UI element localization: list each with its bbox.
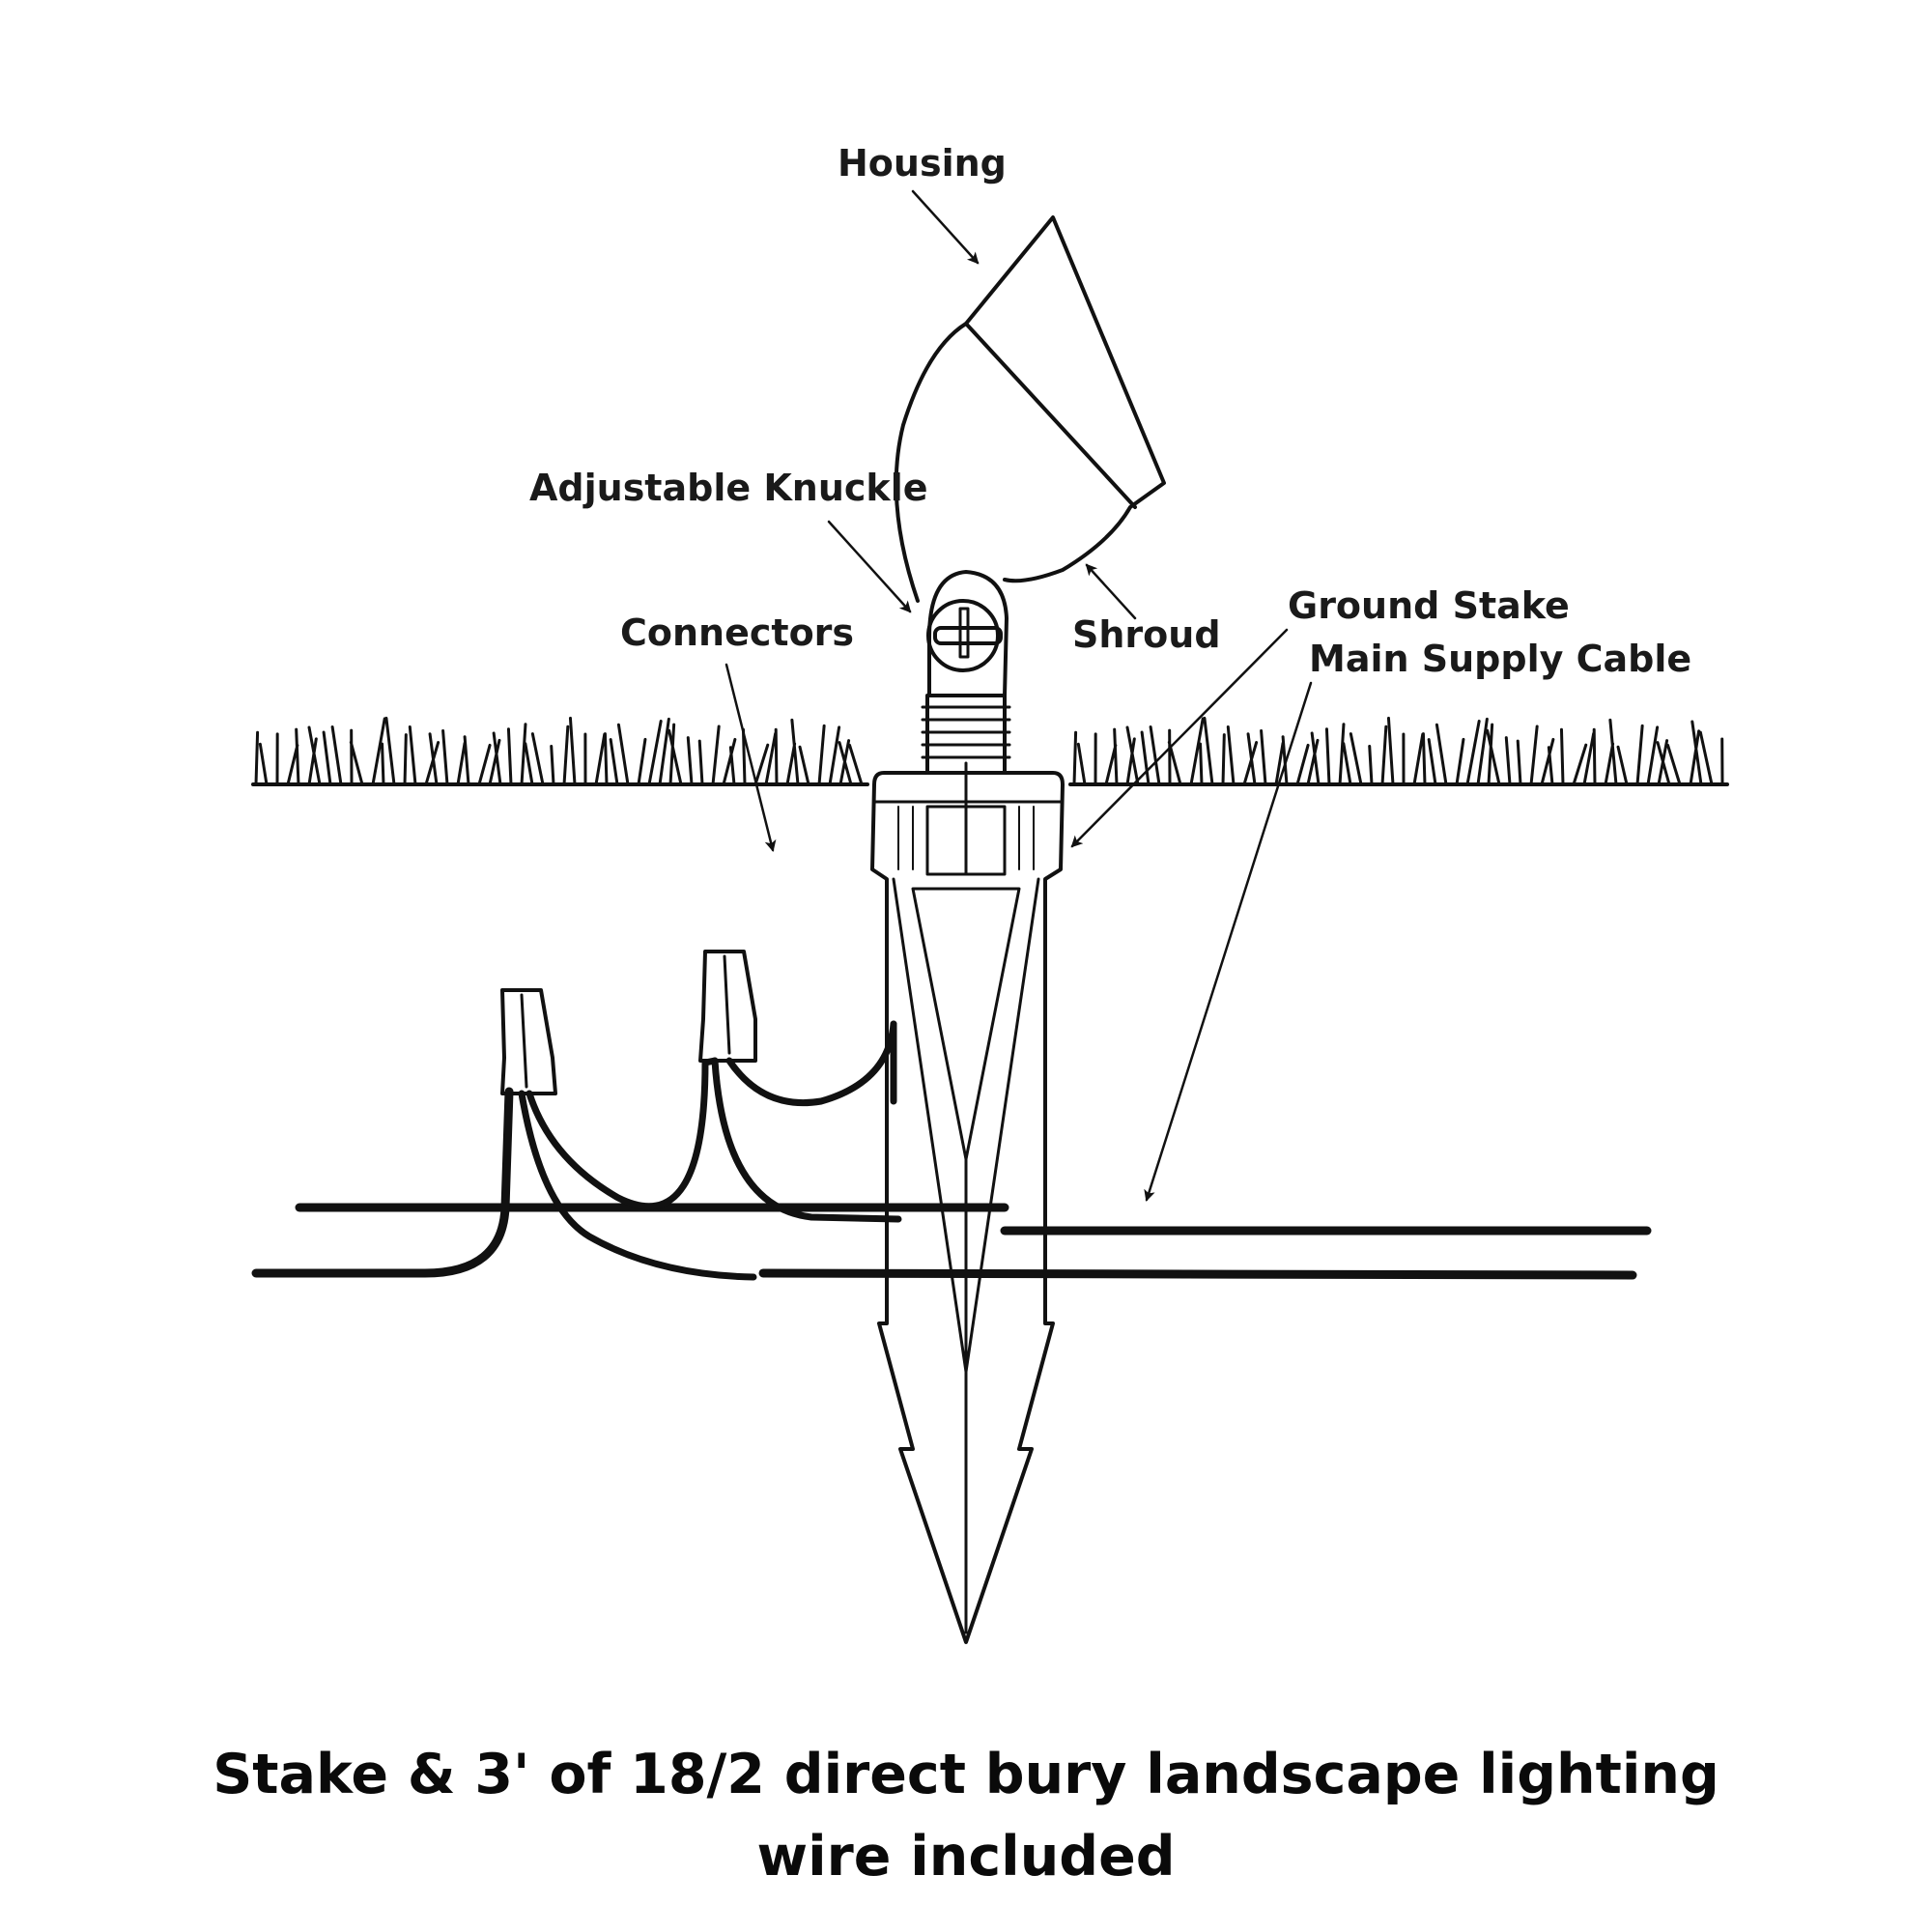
label-adjustable-knuckle: Adjustable Knuckle — [529, 467, 928, 509]
label-main-supply-cable: Main Supply Cable — [1309, 638, 1691, 680]
housing — [894, 215, 1166, 603]
threaded-stem — [921, 694, 1011, 775]
main-supply-cable-arrow — [1144, 681, 1313, 1202]
connectors-arrow — [724, 663, 777, 852]
wire-nut-left — [500, 988, 557, 1095]
label-housing: Housing — [838, 142, 1007, 185]
label-connectors: Connectors — [620, 611, 854, 654]
ground-stake-arrow — [1070, 628, 1289, 848]
label-shroud: Shroud — [1072, 613, 1221, 656]
label-ground-stake: Ground Stake — [1288, 584, 1570, 627]
knuckle-arrow — [827, 520, 912, 613]
wire-nut-right — [698, 950, 757, 1063]
grass-tuft — [1072, 716, 1724, 786]
ground-stake — [870, 761, 1065, 1644]
caption-line-1: Stake & 3' of 18/2 direct bury landscape… — [213, 1743, 1719, 1806]
adjustable-knuckle — [926, 570, 1009, 697]
leader-arrows — [724, 189, 1313, 1202]
grass-tuft — [254, 716, 864, 786]
grass-line — [254, 716, 1724, 786]
housing-arrow — [911, 189, 980, 265]
shroud-arrow — [1085, 563, 1137, 620]
main-supply-cable — [251, 1087, 1652, 1280]
caption-line-2: wire included — [756, 1825, 1176, 1889]
caption: Stake & 3' of 18/2 direct bury landscape… — [145, 1734, 1787, 1898]
